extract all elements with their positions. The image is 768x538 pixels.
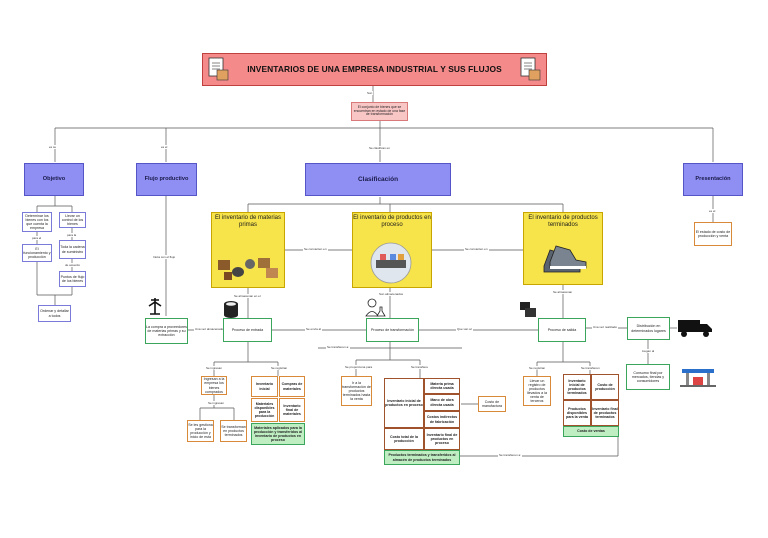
trans-costo-total: Costo total de la producción <box>384 428 424 450</box>
barrel-icon <box>224 301 238 318</box>
presentacion-node: Presentación <box>683 163 743 196</box>
proceso-entrada: Proceso de entrada <box>223 318 272 342</box>
salida-node-a: Llevar un registro de productos llevados… <box>523 376 551 406</box>
trans-inventario-final: Inventario final de productos en proceso <box>424 428 460 450</box>
trans-costo-manufactura: Costo de manufactura <box>478 396 506 412</box>
edge-label: Se transfieren a: <box>498 453 523 457</box>
entrada-compras: Compras de materiales <box>279 376 305 397</box>
objetivo-node-a: Determinar los bienes con los que cuenta… <box>22 212 52 232</box>
salida-inventario-inicial: Inventario inicial de productos terminad… <box>563 374 591 400</box>
salida-disponibles: Productos disponibles para la venta <box>563 400 591 426</box>
document-box-icon <box>520 57 541 81</box>
edge-label: Una vez almacenados <box>194 327 226 331</box>
edge-label: Se transfieren a: <box>326 345 351 349</box>
distribucion-node: Distribución en determinados lugares <box>627 317 670 340</box>
edge-label: Son almacenados <box>378 292 405 296</box>
flujo-child-node: La compra a proveedores de materias prim… <box>145 318 188 344</box>
raw-materials-icon <box>218 258 278 280</box>
title-text: INVENTARIOS DE UNA EMPRESA INDUSTRIAL Y … <box>247 63 502 74</box>
objetivo-node-b: Llevar un control de los bienes <box>59 212 86 228</box>
flujo-productivo-node: Flujo productivo <box>136 163 197 196</box>
objetivo-node-c: El funcionamiento y producción <box>22 244 52 262</box>
edge-label: Inicia con el flujo <box>152 255 177 259</box>
clasificacion-node: Clasificación <box>305 163 451 196</box>
title-banner: INVENTARIOS DE UNA EMPRESA INDUSTRIAL Y … <box>202 53 547 86</box>
consumo-node: Consumo final por mercados, tiendas y co… <box>626 364 670 390</box>
definition-node: El conjunto de bienes que se encuentran … <box>351 102 408 121</box>
edge-label: Se ingresan <box>207 401 226 405</box>
factory-machine-icon <box>370 242 412 284</box>
edge-label: Se proporciona para <box>344 365 374 369</box>
edge-label: Se convierten en <box>303 247 328 251</box>
edge-label: Se almacenan en el <box>233 294 262 298</box>
proceso-transformacion: Proceso de transformación <box>366 318 419 342</box>
edge-label: Se clasifican en <box>368 146 392 150</box>
trans-inventario-inicial: Inventario inicial de productos en proce… <box>384 378 424 428</box>
edge-label: Se envía al <box>305 327 323 331</box>
edge-label: es su <box>48 145 58 149</box>
edge-label: Se transfiere <box>410 365 430 369</box>
edge-label: Se almacenan <box>552 290 574 294</box>
truck-icon <box>678 320 712 337</box>
entrada-inventario-final: Inventario final de materiales <box>279 398 305 422</box>
edge-label: Se ingresan <box>205 366 224 370</box>
edge-label: de acuerdo <box>64 263 82 267</box>
edge-label: Son <box>366 91 374 95</box>
sneakers-icon <box>543 245 587 273</box>
entrada-inventario-inicial: Inventario inicial <box>251 376 278 397</box>
trans-materia-prima: Materia prima directa usada <box>424 378 460 394</box>
entrada-node-a: Ingresan a la empresa los bienes comprad… <box>201 376 227 395</box>
edge-label: es el <box>160 145 169 149</box>
edge-label: Se registran <box>528 366 547 370</box>
salida-inventario-final: Inventario final de productos terminados <box>591 400 619 426</box>
entrada-aplicados: Materiales aplicados para la producción … <box>251 423 305 445</box>
gas-station-icon <box>680 369 716 387</box>
trans-terminados: Productos terminados y transferidos al a… <box>384 450 460 465</box>
objetivo-node-e: Puntos de flujo de los bienes <box>59 271 86 287</box>
edge-label: Una vez realizado <box>592 325 619 329</box>
edge-label: Se transfieren <box>580 366 601 370</box>
edge-label: es el <box>708 209 717 213</box>
edge-label: para la <box>66 233 78 237</box>
edge-label: Se convierten en <box>464 247 489 251</box>
objetivo-node-f: Ordenar y detallar a todos <box>38 305 71 322</box>
trans-costos-indirectos: Costos indirectos de fabricación <box>424 411 460 428</box>
boxes-icon <box>520 302 536 317</box>
trans-mano-obra: Mano de obra directa usada <box>424 394 460 411</box>
objetivo-node-d: Toda la cadena de suministro <box>59 240 86 259</box>
objetivo-node: Objetivo <box>24 163 84 196</box>
edge-label: para el <box>31 236 43 240</box>
oil-pump-icon <box>148 298 162 315</box>
entrada-disponibles: Materiales disponibles para la producció… <box>251 398 278 422</box>
presentacion-child: El estado de costo de producción y venta <box>694 222 732 246</box>
scientist-icon <box>365 298 386 317</box>
edge-label: Llegan al <box>641 349 656 353</box>
entrada-node-b: Se les gestiona para la producción y ini… <box>187 420 214 442</box>
salida-costo-ventas: Costo de ventas <box>563 426 619 437</box>
proceso-salida: Proceso de salida <box>538 318 586 342</box>
entrada-node-c: Se transforman en productos terminados <box>220 420 247 442</box>
salida-costo-produccion: Costo de producción <box>591 374 619 400</box>
edge-label: Que van al <box>456 327 473 331</box>
document-box-icon <box>208 57 229 81</box>
edge-label: Se registran <box>270 366 289 370</box>
trans-node-a: Ir a la transformación de productos term… <box>341 376 372 406</box>
